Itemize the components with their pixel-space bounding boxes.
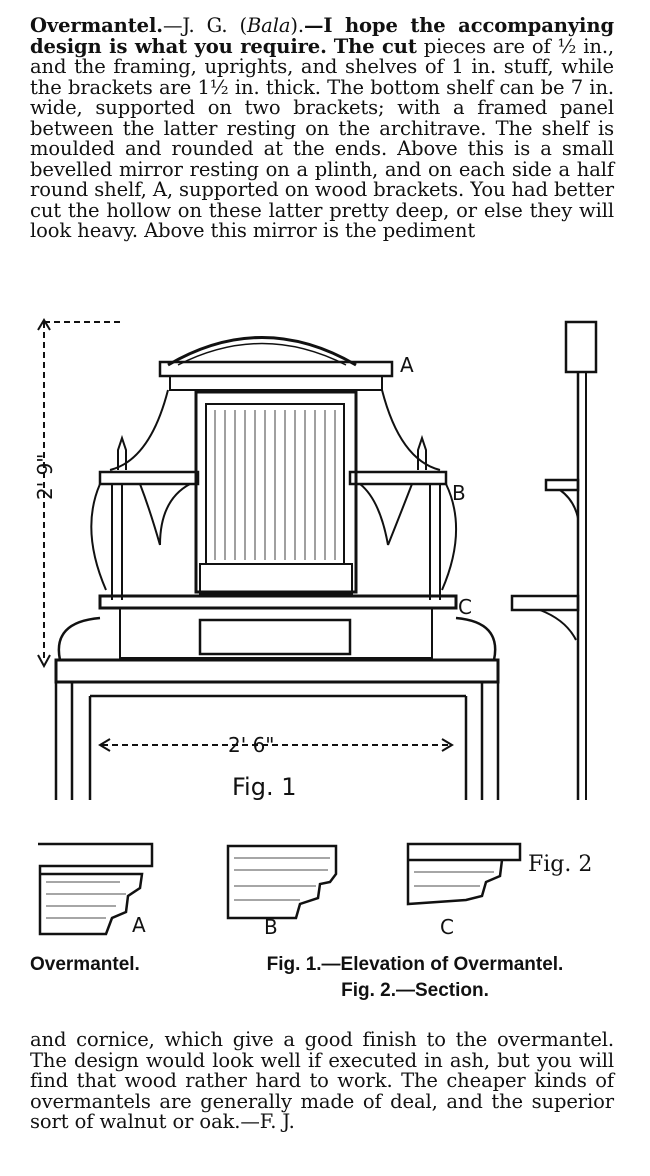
- caption-overmantel: Overmantel.: [30, 954, 140, 975]
- section-shelf-b: [544, 478, 580, 492]
- profile-label-b: B: [264, 915, 278, 939]
- label-b: B: [452, 481, 466, 505]
- overmantel-elevation-figure: 2' 9" 2' 6" A B C Fig. 1: [33, 318, 598, 801]
- closing-paragraph: and cornice, which give a good finish to…: [30, 1028, 614, 1133]
- author-initials: —J. G. (: [162, 14, 247, 37]
- fig2-label: Fig. 2: [528, 852, 593, 877]
- caption-figures: Fig. 1.—Elevation of Overmantel. Fig. 2.…: [205, 952, 625, 1004]
- mirror-frame: [194, 390, 358, 594]
- profile-b: [226, 844, 338, 920]
- left-half-round-shelf: [98, 470, 200, 486]
- article-heading: Overmantel.: [30, 14, 163, 37]
- right-sweep: [381, 389, 441, 471]
- intro-body: pieces are of ½ in., and the framing, up…: [30, 34, 615, 242]
- profile-label-c: C: [440, 915, 454, 939]
- intro-sentence-1: —I hope the accompanying design is what …: [30, 14, 614, 58]
- author-place: Bala: [246, 14, 291, 37]
- right-finial: [417, 434, 427, 470]
- right-half-round-shelf: [348, 470, 448, 486]
- left-finial: [117, 434, 127, 470]
- section-shelf-c: [510, 594, 580, 612]
- moulding-profiles: A B C: [38, 842, 522, 939]
- caption-fig1: Fig. 1.—Elevation of Overmantel.: [266, 954, 564, 975]
- pediment-arch: [167, 336, 357, 367]
- intro-paragraph: Overmantel.—J. G. (Bala).—I hope the acc…: [30, 14, 615, 242]
- fig1-label: Fig. 1: [232, 773, 297, 801]
- profile-c: [406, 842, 522, 906]
- caption-fig2: Fig. 2.—Section.: [341, 980, 489, 1001]
- profile-a: [38, 842, 154, 936]
- left-side-panel: [90, 483, 107, 591]
- height-dimension-label: 2' 9": [33, 453, 57, 500]
- right-side-panel: [441, 483, 458, 591]
- intro-sentence-2: The cut: [333, 34, 417, 58]
- cornice: [158, 360, 394, 378]
- mantel-shelf: [54, 658, 500, 684]
- right-bracket: [359, 483, 413, 546]
- bottom-shelf: [98, 594, 458, 610]
- profile-label-a: A: [132, 913, 146, 937]
- author-close: ).: [290, 14, 304, 37]
- left-bracket: [139, 483, 191, 546]
- label-c: C: [458, 595, 472, 619]
- label-a: A: [400, 353, 414, 377]
- section-cornice: [564, 320, 598, 374]
- framed-panel: [198, 618, 352, 656]
- width-dimension-label: 2' 6": [228, 733, 275, 757]
